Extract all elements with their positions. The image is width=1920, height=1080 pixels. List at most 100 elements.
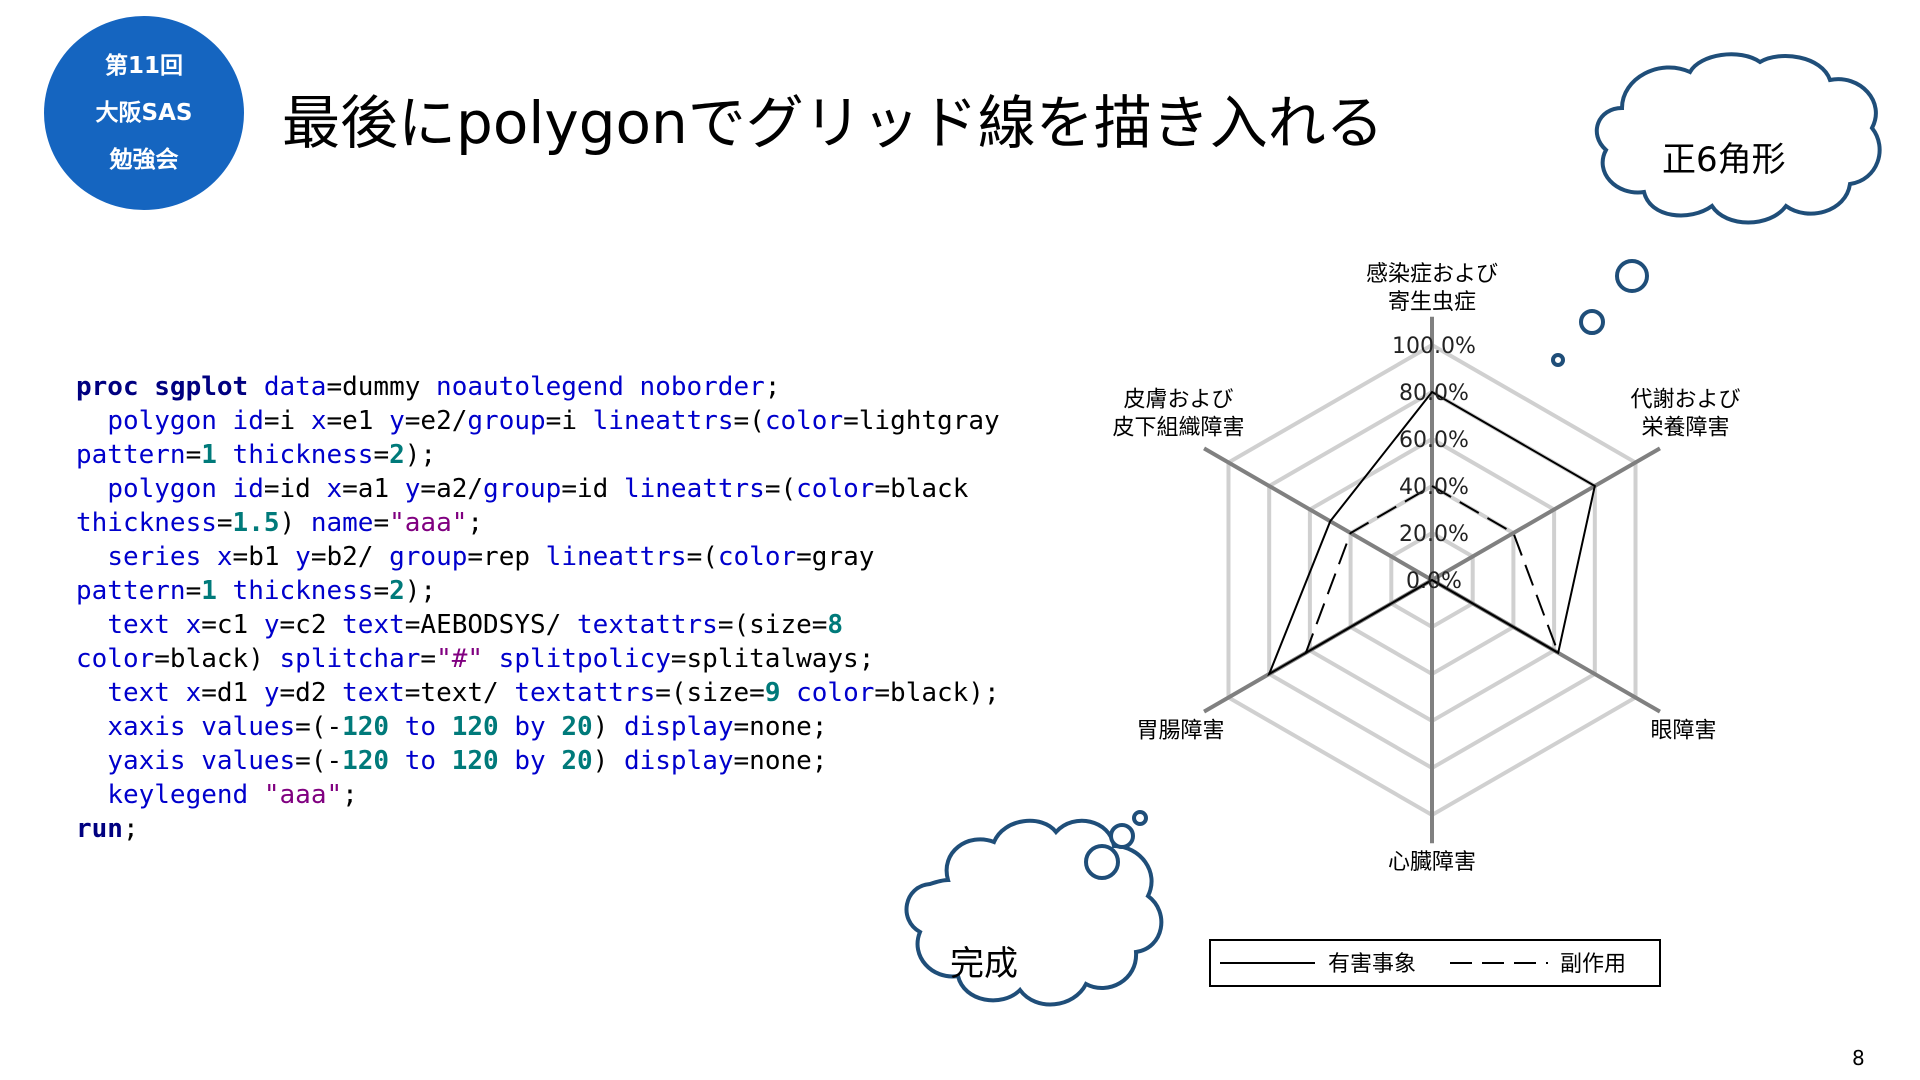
- code-token: text x: [107, 610, 202, 640]
- code-token: =dummy: [326, 372, 437, 402]
- code-token: =black);: [874, 678, 1000, 708]
- code-token: by: [498, 712, 562, 742]
- code-token: pattern: [76, 576, 186, 606]
- code-token: x: [326, 474, 343, 504]
- code-token: proc sgplot: [76, 372, 264, 402]
- category-label: 胃腸障害: [1136, 719, 1224, 744]
- code-token: =i: [263, 406, 311, 436]
- radial-tick-label: 100.0%: [1392, 334, 1476, 359]
- code-token: by: [498, 746, 562, 776]
- code-token: =d1: [201, 678, 264, 708]
- code-token: "aaa": [263, 780, 343, 810]
- code-token: =c2: [279, 610, 343, 640]
- code-token: xaxis values: [107, 712, 296, 742]
- code-token: color: [764, 406, 844, 436]
- code-token: y: [389, 406, 405, 436]
- code-token: =none;: [733, 712, 828, 742]
- code-token: name: [310, 508, 374, 538]
- code-token: =id: [263, 474, 327, 504]
- category-label: 感染症および: [1366, 262, 1498, 287]
- code-token: =splitalways;: [670, 644, 875, 674]
- code-token: 20: [561, 746, 593, 776]
- code-token: =i: [545, 406, 593, 436]
- slide-title: 最後にpolygonでグリッド線を描き入れる: [282, 89, 1384, 157]
- badge-line-1: 第11回: [104, 52, 183, 79]
- code-token: =: [216, 508, 233, 538]
- code-token: group: [389, 542, 468, 572]
- code-token: splitchar: [279, 644, 421, 674]
- code-token: pattern: [76, 440, 186, 470]
- code-token: textattrs: [576, 610, 718, 640]
- code-token: lineattrs: [623, 474, 765, 504]
- code-token: =: [373, 576, 390, 606]
- code-token: 1: [201, 576, 217, 606]
- code-token: color: [796, 474, 875, 504]
- code-token: to: [389, 712, 452, 742]
- code-token: 8: [827, 610, 844, 640]
- code-token: =black: [874, 474, 969, 504]
- code-token: =c1: [201, 610, 264, 640]
- code-token: color: [780, 678, 875, 708]
- code-token: =: [420, 644, 437, 674]
- radar-labels: 0.0%20.0%40.0%60.0%80.0%100.0%感染症および寄生虫症…: [1112, 262, 1740, 875]
- radial-tick-label: 80.0%: [1399, 381, 1469, 406]
- code-line: proc sgplot data=dummy noautolegend nobo…: [76, 370, 936, 404]
- code-line: series x=b1 y=b2/ group=rep lineattrs=(c…: [76, 540, 936, 574]
- code-token: =(-: [295, 746, 343, 776]
- code-token: ;: [342, 780, 358, 810]
- code-token: =(-: [295, 712, 343, 742]
- code-token: =text/: [404, 678, 515, 708]
- code-token: =(: [764, 474, 797, 504]
- code-token: text: [342, 678, 405, 708]
- code-token: ;: [122, 814, 139, 844]
- radial-tick-label: 0.0%: [1406, 569, 1462, 594]
- code-token: =(: [686, 542, 718, 572]
- code-token: display: [623, 712, 734, 742]
- event-badge: 第11回 大阪SAS 勉強会: [44, 16, 244, 210]
- code-token: =e1: [326, 406, 390, 436]
- code-line: polygon id=id x=a1 y=a2/group=id lineatt…: [76, 472, 968, 506]
- code-token: 2: [389, 576, 405, 606]
- radial-tick-label: 60.0%: [1399, 428, 1469, 453]
- code-line: text x=d1 y=d2 text=text/ textattrs=(siz…: [76, 676, 999, 710]
- code-token: thickness: [216, 576, 374, 606]
- code-token: =gray: [796, 542, 875, 572]
- code-token: display: [623, 746, 734, 776]
- code-token: color: [76, 644, 155, 674]
- code-token: y: [263, 610, 280, 640]
- category-label: 皮下組織障害: [1112, 416, 1244, 441]
- code-token: x: [310, 406, 327, 436]
- code-token: ;: [764, 372, 781, 402]
- code-token: =AEBODSYS/: [404, 610, 577, 640]
- code-token: color: [717, 542, 797, 572]
- code-token: =b1: [232, 542, 296, 572]
- code-token: y: [295, 542, 311, 572]
- radial-tick-label: 20.0%: [1399, 522, 1469, 547]
- code-token: 120: [451, 712, 499, 742]
- code-token: group: [483, 474, 562, 504]
- code-token: run: [76, 814, 123, 844]
- code-token: =(size=: [655, 678, 765, 708]
- legend-label: 有害事象: [1328, 952, 1416, 977]
- code-token: =black): [154, 644, 280, 674]
- code-line: pattern=1 thickness=2);: [76, 438, 936, 472]
- code-token: =rep: [467, 542, 546, 572]
- code-line: polygon id=i x=e1 y=e2/group=i lineattrs…: [76, 404, 999, 438]
- series-polygon: [1303, 484, 1561, 656]
- code-token: to: [389, 746, 452, 776]
- code-token: =: [185, 440, 202, 470]
- code-token: lineattrs: [592, 406, 734, 436]
- code-token: =b2/: [310, 542, 390, 572]
- code-token: =(: [733, 406, 765, 436]
- category-label: 代謝および: [1631, 388, 1740, 413]
- cloud-complete-shape: [904, 810, 1164, 1007]
- code-token: );: [404, 576, 437, 606]
- code-token: y: [404, 474, 421, 504]
- code-token: 1: [201, 440, 217, 470]
- code-token: 120: [451, 746, 499, 776]
- code-line: keylegend "aaa";: [76, 778, 936, 812]
- code-token: y: [263, 678, 280, 708]
- code-token: ): [279, 508, 311, 538]
- code-token: 1.5: [232, 508, 280, 538]
